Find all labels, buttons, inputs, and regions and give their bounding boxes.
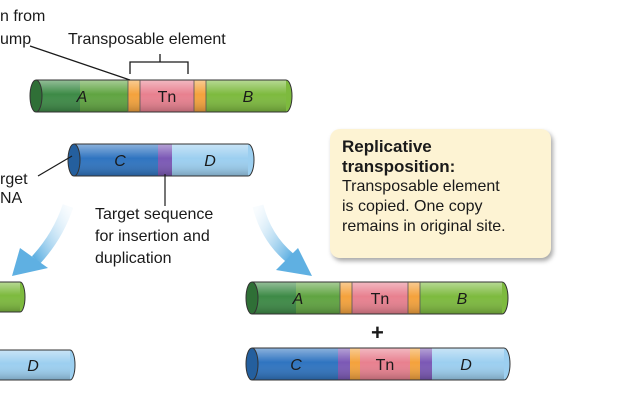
- arrow-left-shaft: [31, 204, 74, 264]
- segment-a-label: A: [76, 89, 88, 106]
- segment-d-label: D: [204, 153, 216, 170]
- target-dna-label-line1: rget: [0, 171, 28, 188]
- segment-tn-label: Tn: [158, 89, 177, 106]
- segment-c-label: C: [114, 153, 126, 170]
- dna-left-result-bottom: D: [0, 349, 76, 381]
- target-sequence-label-line1: Target sequence: [95, 206, 214, 223]
- insertion-label-line2: ump: [0, 31, 32, 48]
- segment-c-label: C: [290, 357, 302, 374]
- dna-result-target: C Tn D: [245, 347, 511, 381]
- dna-result-donor: A Tn B: [245, 281, 509, 315]
- replicative-transposition-callout: Replicative transposition: Transposable …: [330, 129, 551, 258]
- plus-sign: +: [371, 320, 384, 345]
- arrow-left-head: [12, 248, 48, 276]
- tn-bracket: [129, 54, 189, 74]
- target-sequence-label-line2: for insertion and: [95, 228, 210, 245]
- segment-tn-label: Tn: [376, 357, 395, 374]
- target-sequence-label-line3: duplication: [95, 250, 172, 267]
- transposable-element-label: Transposable element: [68, 31, 226, 48]
- target-dna-leader: [37, 155, 73, 177]
- segment-b-label: B: [243, 89, 254, 106]
- dna-donor: A Tn B: [29, 79, 293, 113]
- callout-title-line1: Replicative: [342, 137, 432, 156]
- segment-tn-label: Tn: [371, 291, 390, 308]
- arrow-right-shaft: [252, 204, 294, 263]
- callout-body-line1: Transposable element: [342, 178, 500, 195]
- segment-d-label: D: [27, 358, 39, 375]
- dna-end-left: [29, 79, 43, 113]
- insertion-leader: [29, 45, 131, 81]
- dna-end-left: [67, 143, 81, 177]
- dna-shade: [74, 144, 248, 176]
- callout-body-line3: remains in original site.: [342, 218, 506, 235]
- target-dna-label-line2: NA: [0, 190, 23, 207]
- dna-left-result-top: [0, 281, 26, 313]
- segment-d-label: D: [460, 357, 472, 374]
- dna-shade: [36, 80, 286, 112]
- dna-target: C D: [67, 143, 255, 177]
- callout-body-line2: is copied. One copy: [342, 198, 483, 215]
- segment-a-label: A: [292, 291, 304, 308]
- insertion-label-line1: n from: [0, 8, 46, 25]
- arrow-right-head: [276, 248, 312, 276]
- segment-b-label: B: [457, 291, 468, 308]
- callout-title-line2: transposition:: [342, 157, 456, 176]
